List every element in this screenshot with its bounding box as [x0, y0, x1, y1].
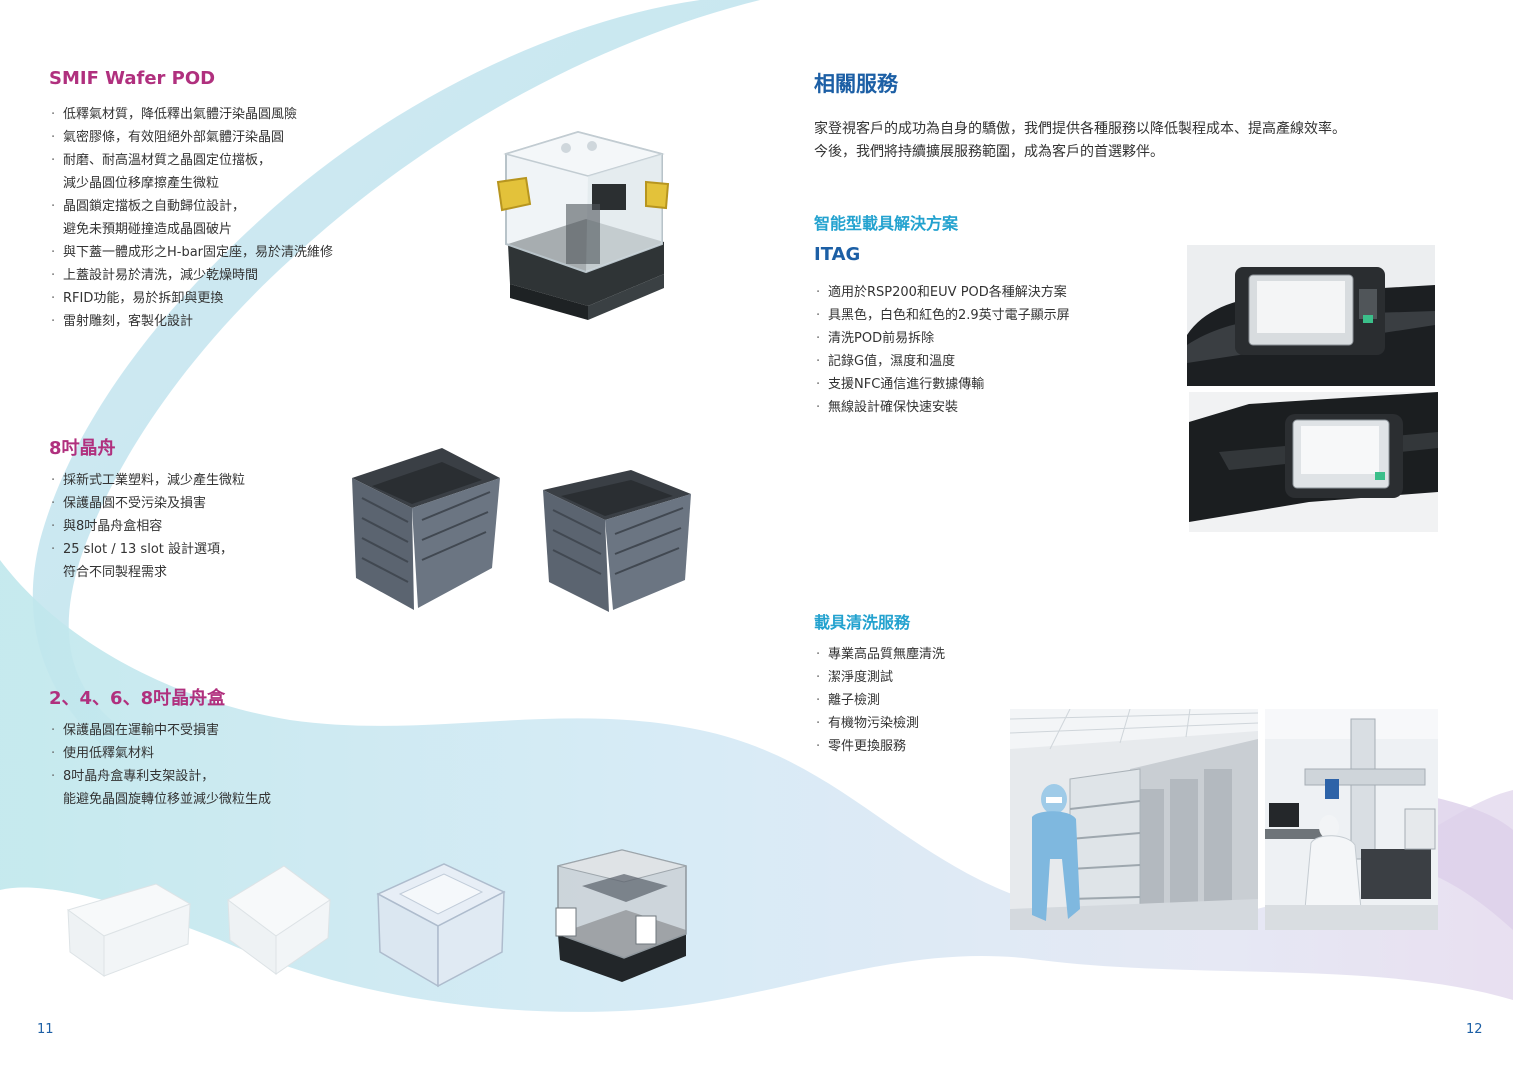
list-item: 耐磨、耐高溫材質之晶圓定位擋板， 減少晶圓位移摩擦產生微粒 — [49, 149, 333, 195]
list-item-text: 離子檢測 — [828, 693, 881, 708]
list-item-text: 上蓋設計易於清洗，減少乾燥時間 — [63, 268, 259, 283]
list-item: 晶圓鎖定擋板之自動歸位設計， 避免未預期碰撞造成晶圓破片 — [49, 195, 333, 241]
list-item-text: 使用低釋氣材料 — [63, 746, 155, 761]
list-item-text: 具黑色，白色和紅色的2.9英寸電子顯示屏 — [828, 308, 1070, 323]
list-item-text: 有機物污染檢測 — [828, 716, 920, 731]
list-item: 使用低釋氣材料 — [49, 742, 271, 765]
boxes-feature-list: 保護晶圓在運輸中不受損害使用低釋氣材料 8吋晶舟盒專利支架設計， 能避免晶圓旋轉位移… — [49, 719, 271, 811]
list-item-text: 適用於RSP200和EUV POD各種解決方案 — [828, 285, 1067, 300]
services-intro: 家登視客戶的成功為自身的驕傲，我們提供各種服務以降低製程成本、提高產線效率。 今… — [814, 118, 1346, 164]
intro-line-1: 家登視客戶的成功為自身的驕傲，我們提供各種服務以降低製程成本、提高產線效率。 — [814, 121, 1346, 137]
list-item-text: 清洗POD前易拆除 — [828, 331, 935, 346]
list-item: 專業高品質無塵清洗 — [814, 643, 945, 666]
services-title: 相關服務 — [814, 72, 898, 96]
wafer-boat-image-2 — [535, 470, 695, 615]
list-item: 清洗POD前易拆除 — [814, 327, 1070, 350]
list-item: 記錄G值，濕度和溫度 — [814, 350, 1070, 373]
list-item-text: 與下蓋一體成形之H-bar固定座，易於清洗維修 — [63, 245, 334, 260]
smart-carrier-title: 智能型載具解決方案 — [814, 214, 959, 233]
list-item: 有機物污染檢測 — [814, 712, 945, 735]
wafer-box-4inch-image — [224, 860, 334, 978]
list-item: RFID功能，易於拆卸與更換 — [49, 287, 333, 310]
list-item: 支援NFC通信進行數據傳輸 — [814, 373, 1070, 396]
list-item-text: 保護晶圓在運輸中不受損害 — [63, 723, 220, 738]
list-item-text: 25 slot / 13 slot 設計選項， — [63, 542, 233, 557]
list-item: 保護晶圓在運輸中不受損害 — [49, 719, 271, 742]
wafer-box-8inch-image — [552, 846, 690, 986]
list-item-text: 記錄G值，濕度和溫度 — [828, 354, 956, 369]
page-number-right: 12 — [1466, 1022, 1483, 1037]
wafer-boat-image-1 — [342, 448, 502, 613]
list-item: 25 slot / 13 slot 設計選項， 符合不同製程需求 — [49, 538, 245, 584]
intro-line-2: 今後，我們將持續擴展服務範圍，成為客戶的首選夥伴。 — [814, 144, 1164, 160]
list-item-text: 支援NFC通信進行數據傳輸 — [828, 377, 985, 392]
list-item-text: 與8吋晶舟盒相容 — [63, 519, 163, 534]
list-item: 低釋氣材質，降低釋出氣體汙染晶圓風險 — [49, 103, 333, 126]
itag-feature-list: 適用於RSP200和EUV POD各種解決方案具黑色，白色和紅色的2.9英寸電子… — [814, 281, 1070, 419]
cleaning-title: 載具清洗服務 — [814, 613, 911, 632]
itag-title: ITAG — [814, 244, 861, 265]
list-item-continuation: 避免未預期碰撞造成晶圓破片 — [63, 222, 233, 237]
list-item-text: 專業高品質無塵清洗 — [828, 647, 946, 662]
boat8-feature-list: 採新式工業塑料，減少產生微粒保護晶圓不受污染及損害與8吋晶舟盒相容 25 slot… — [49, 469, 245, 584]
list-item: 雷射雕刻，客製化設計 — [49, 310, 333, 333]
cleanroom-photo — [1010, 709, 1258, 930]
list-item-text: 採新式工業塑料，減少產生微粒 — [63, 473, 246, 488]
list-item: 具黑色，白色和紅色的2.9英寸電子顯示屏 — [814, 304, 1070, 327]
list-item-continuation: 能避免晶圓旋轉位移並減少微粒生成 — [63, 792, 272, 807]
list-item-text: 8吋晶舟盒專利支架設計， — [63, 769, 215, 784]
list-item: 離子檢測 — [814, 689, 945, 712]
smif-feature-list: 低釋氣材質，降低釋出氣體汙染晶圓風險氣密膠條，有效阻絕外部氣體汙染晶圓耐磨、耐高… — [49, 103, 333, 333]
itag-photo-1 — [1187, 245, 1435, 386]
list-item: 潔淨度測試 — [814, 666, 945, 689]
list-item-text: 無線設計確保快速安裝 — [828, 400, 959, 415]
list-item-text: 雷射雕刻，客製化設計 — [63, 314, 194, 329]
list-item: 與8吋晶舟盒相容 — [49, 515, 245, 538]
smif-title: SMIF Wafer POD — [49, 68, 216, 89]
itag-photo-2 — [1189, 392, 1438, 532]
list-item: 採新式工業塑料，減少產生微粒 — [49, 469, 245, 492]
list-item-text: 低釋氣材質，降低釋出氣體汙染晶圓風險 — [63, 107, 298, 122]
cmm-lab-photo — [1265, 709, 1438, 930]
list-item-text: 保護晶圓不受污染及損害 — [63, 496, 207, 511]
list-item-text: 氣密膠條，有效阻絕外部氣體汙染晶圓 — [63, 130, 285, 145]
cleaning-feature-list: 專業高品質無塵清洗潔淨度測試離子檢測有機物污染檢測零件更換服務 — [814, 643, 945, 758]
list-item: 與下蓋一體成形之H-bar固定座，易於清洗維修 — [49, 241, 333, 264]
list-item-continuation: 符合不同製程需求 — [63, 565, 168, 580]
list-item-text: 零件更換服務 — [828, 739, 907, 754]
list-item: 零件更換服務 — [814, 735, 945, 758]
list-item-text: 潔淨度測試 — [828, 670, 894, 685]
list-item-continuation: 減少晶圓位移摩擦產生微粒 — [63, 176, 220, 191]
page-number-left: 11 — [37, 1022, 54, 1037]
list-item: 8吋晶舟盒專利支架設計， 能避免晶圓旋轉位移並減少微粒生成 — [49, 765, 271, 811]
smif-pod-image — [496, 124, 672, 324]
wafer-box-6inch-image — [370, 856, 510, 990]
wafer-box-2inch-image — [64, 880, 194, 980]
boat8-title: 8吋晶舟 — [49, 438, 116, 459]
list-item-text: RFID功能，易於拆卸與更換 — [63, 291, 224, 306]
list-item: 無線設計確保快速安裝 — [814, 396, 1070, 419]
list-item: 上蓋設計易於清洗，減少乾燥時間 — [49, 264, 333, 287]
list-item: 保護晶圓不受污染及損害 — [49, 492, 245, 515]
list-item-text: 晶圓鎖定擋板之自動歸位設計， — [63, 199, 246, 214]
list-item: 氣密膠條，有效阻絕外部氣體汙染晶圓 — [49, 126, 333, 149]
list-item: 適用於RSP200和EUV POD各種解決方案 — [814, 281, 1070, 304]
list-item-text: 耐磨、耐高溫材質之晶圓定位擋板， — [63, 153, 272, 168]
boxes-title: 2、4、6、8吋晶舟盒 — [49, 688, 226, 709]
